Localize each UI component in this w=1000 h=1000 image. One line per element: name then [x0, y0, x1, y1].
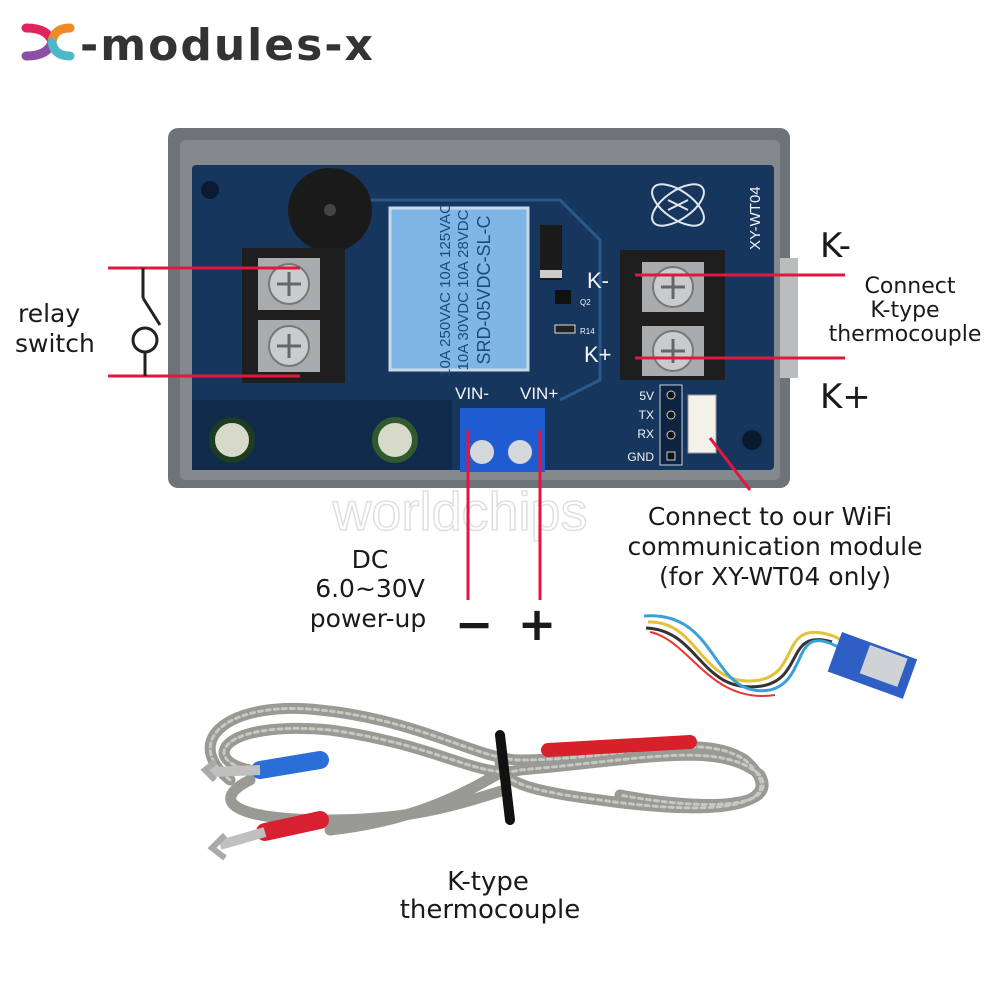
pin-gnd: GND	[627, 450, 654, 464]
wifi-label-1: Connect to our WiFi	[648, 502, 892, 531]
wifi-label-3: (for XY-WT04 only)	[659, 562, 891, 591]
r14-label: R14	[580, 327, 595, 336]
wifi-connector	[687, 394, 717, 454]
power-label-1: DC	[352, 545, 389, 574]
thermocouple-terminal-block	[620, 250, 725, 380]
thermocouple-connect-1: Connect	[865, 274, 956, 299]
plus-sign: +	[518, 597, 557, 651]
pin-rx: RX	[637, 427, 654, 441]
relay-model: SRD-05VDC-SL-C	[474, 215, 494, 364]
blue-ring-terminal	[200, 751, 329, 783]
thermocouple-connect-2: K-type	[870, 298, 939, 323]
diode	[540, 225, 562, 280]
k-minus-label: K-	[820, 226, 851, 266]
thermocouple-probe	[204, 703, 769, 836]
relay-label-1: relay	[18, 299, 80, 328]
relay: 10A 250VAC 10A 125VAC 10A 30VDC 10A 28VD…	[388, 203, 530, 377]
pcb-k-minus: K-	[587, 268, 609, 293]
pin-5v: 5V	[639, 389, 654, 403]
red-ring-terminal	[207, 811, 329, 861]
pcb-k-plus: K+	[584, 342, 612, 367]
logo: -modules-x	[21, 20, 375, 71]
power-label-2: 6.0~30V	[315, 574, 425, 603]
thermocouple-label-2: thermocouple	[400, 895, 581, 925]
relay-rating-1: 10A 250VAC 10A 125VAC	[437, 203, 454, 377]
capacitor	[372, 417, 418, 463]
xy-logo-icon	[651, 183, 705, 227]
relay-label-2: switch	[15, 329, 95, 358]
logo-mark-icon	[21, 23, 75, 61]
wifi-label-2: communication module	[628, 532, 923, 561]
power-label-3: power-up	[310, 604, 426, 633]
watermark: worldchips	[331, 482, 587, 542]
relay-switch-symbol	[131, 268, 162, 376]
board-model: XY-WT04	[747, 186, 764, 250]
uart-header: 5V TX RX GND	[627, 384, 683, 466]
transistor-q2	[555, 290, 571, 304]
minus-sign: −	[455, 597, 494, 651]
annotation-wires	[108, 266, 845, 600]
power-terminal-block	[460, 408, 545, 472]
pcb-vin-minus: VIN-	[455, 384, 489, 403]
thermocouple-connect-3: thermocouple	[829, 322, 982, 347]
k-plus-label: K+	[820, 377, 871, 417]
wifi-module	[643, 614, 918, 699]
thermocouple-label-1: K-type	[447, 867, 529, 897]
relay-rating-2: 10A 30VDC 10A 28VDC	[455, 209, 472, 370]
pcb-vin-plus: VIN+	[520, 384, 558, 403]
pin-tx: TX	[639, 408, 654, 422]
capacitor	[209, 417, 255, 463]
logo-text: -modules-x	[80, 20, 375, 71]
q2-label: Q2	[580, 298, 591, 307]
